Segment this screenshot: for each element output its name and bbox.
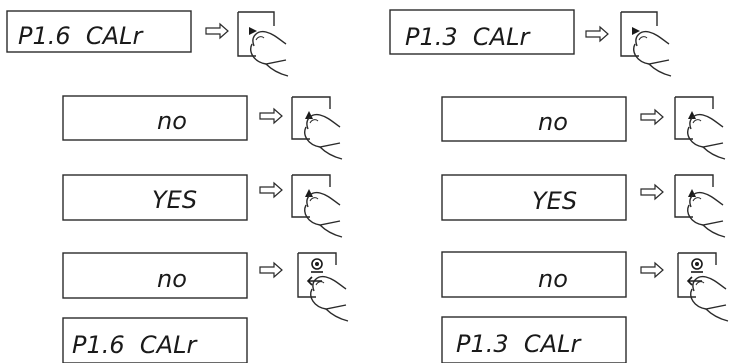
flow-arrow-icon: [206, 24, 228, 38]
lcd-display: P1.3 CALr: [442, 317, 626, 363]
lcd-display: YES: [63, 175, 247, 220]
lcd-text: YES: [152, 186, 197, 214]
lcd-text: YES: [532, 187, 577, 215]
enter-key-icon: [678, 253, 728, 321]
flow-arrow-icon: [641, 263, 663, 277]
lcd-text: P1.3 CALr: [456, 330, 582, 358]
lcd-display: YES: [442, 175, 626, 220]
lcd-text: P1.6 CALr: [72, 331, 198, 359]
up-arrow-key-icon: [675, 175, 725, 237]
enter-key-icon: [298, 253, 348, 321]
lcd-text: P1.6 CALr: [18, 22, 144, 50]
flow-arrow-icon: [260, 263, 282, 277]
right-arrow-key-icon: [238, 12, 288, 76]
lcd-display: P1.6 CALr: [63, 318, 247, 363]
flow-arrow-icon: [586, 27, 608, 41]
lcd-text: no: [538, 108, 568, 136]
lcd-display: no: [442, 97, 626, 141]
lcd-display: no: [63, 253, 247, 298]
lcd-display: P1.6 CALr: [7, 11, 191, 52]
right-arrow-key-icon: [621, 12, 671, 76]
lcd-display: P1.3 CALr: [390, 10, 574, 54]
flow-arrow-icon: [641, 185, 663, 199]
lcd-text: no: [538, 265, 568, 293]
up-arrow-key-icon: [675, 97, 725, 159]
up-arrow-key-icon: [292, 175, 342, 237]
flow-arrow-icon: [641, 110, 663, 124]
flow-arrow-icon: [260, 109, 282, 123]
right-procedure: P1.3 CALr no YES: [390, 10, 728, 363]
lcd-text: no: [157, 265, 187, 293]
left-procedure: P1.6 CALr no YES: [7, 11, 348, 363]
lcd-text: no: [157, 107, 187, 135]
lcd-display: no: [63, 96, 247, 140]
lcd-text: P1.3 CALr: [405, 23, 531, 51]
up-arrow-key-icon: [292, 97, 342, 159]
lcd-display: no: [442, 252, 626, 297]
flow-arrow-icon: [260, 183, 282, 197]
